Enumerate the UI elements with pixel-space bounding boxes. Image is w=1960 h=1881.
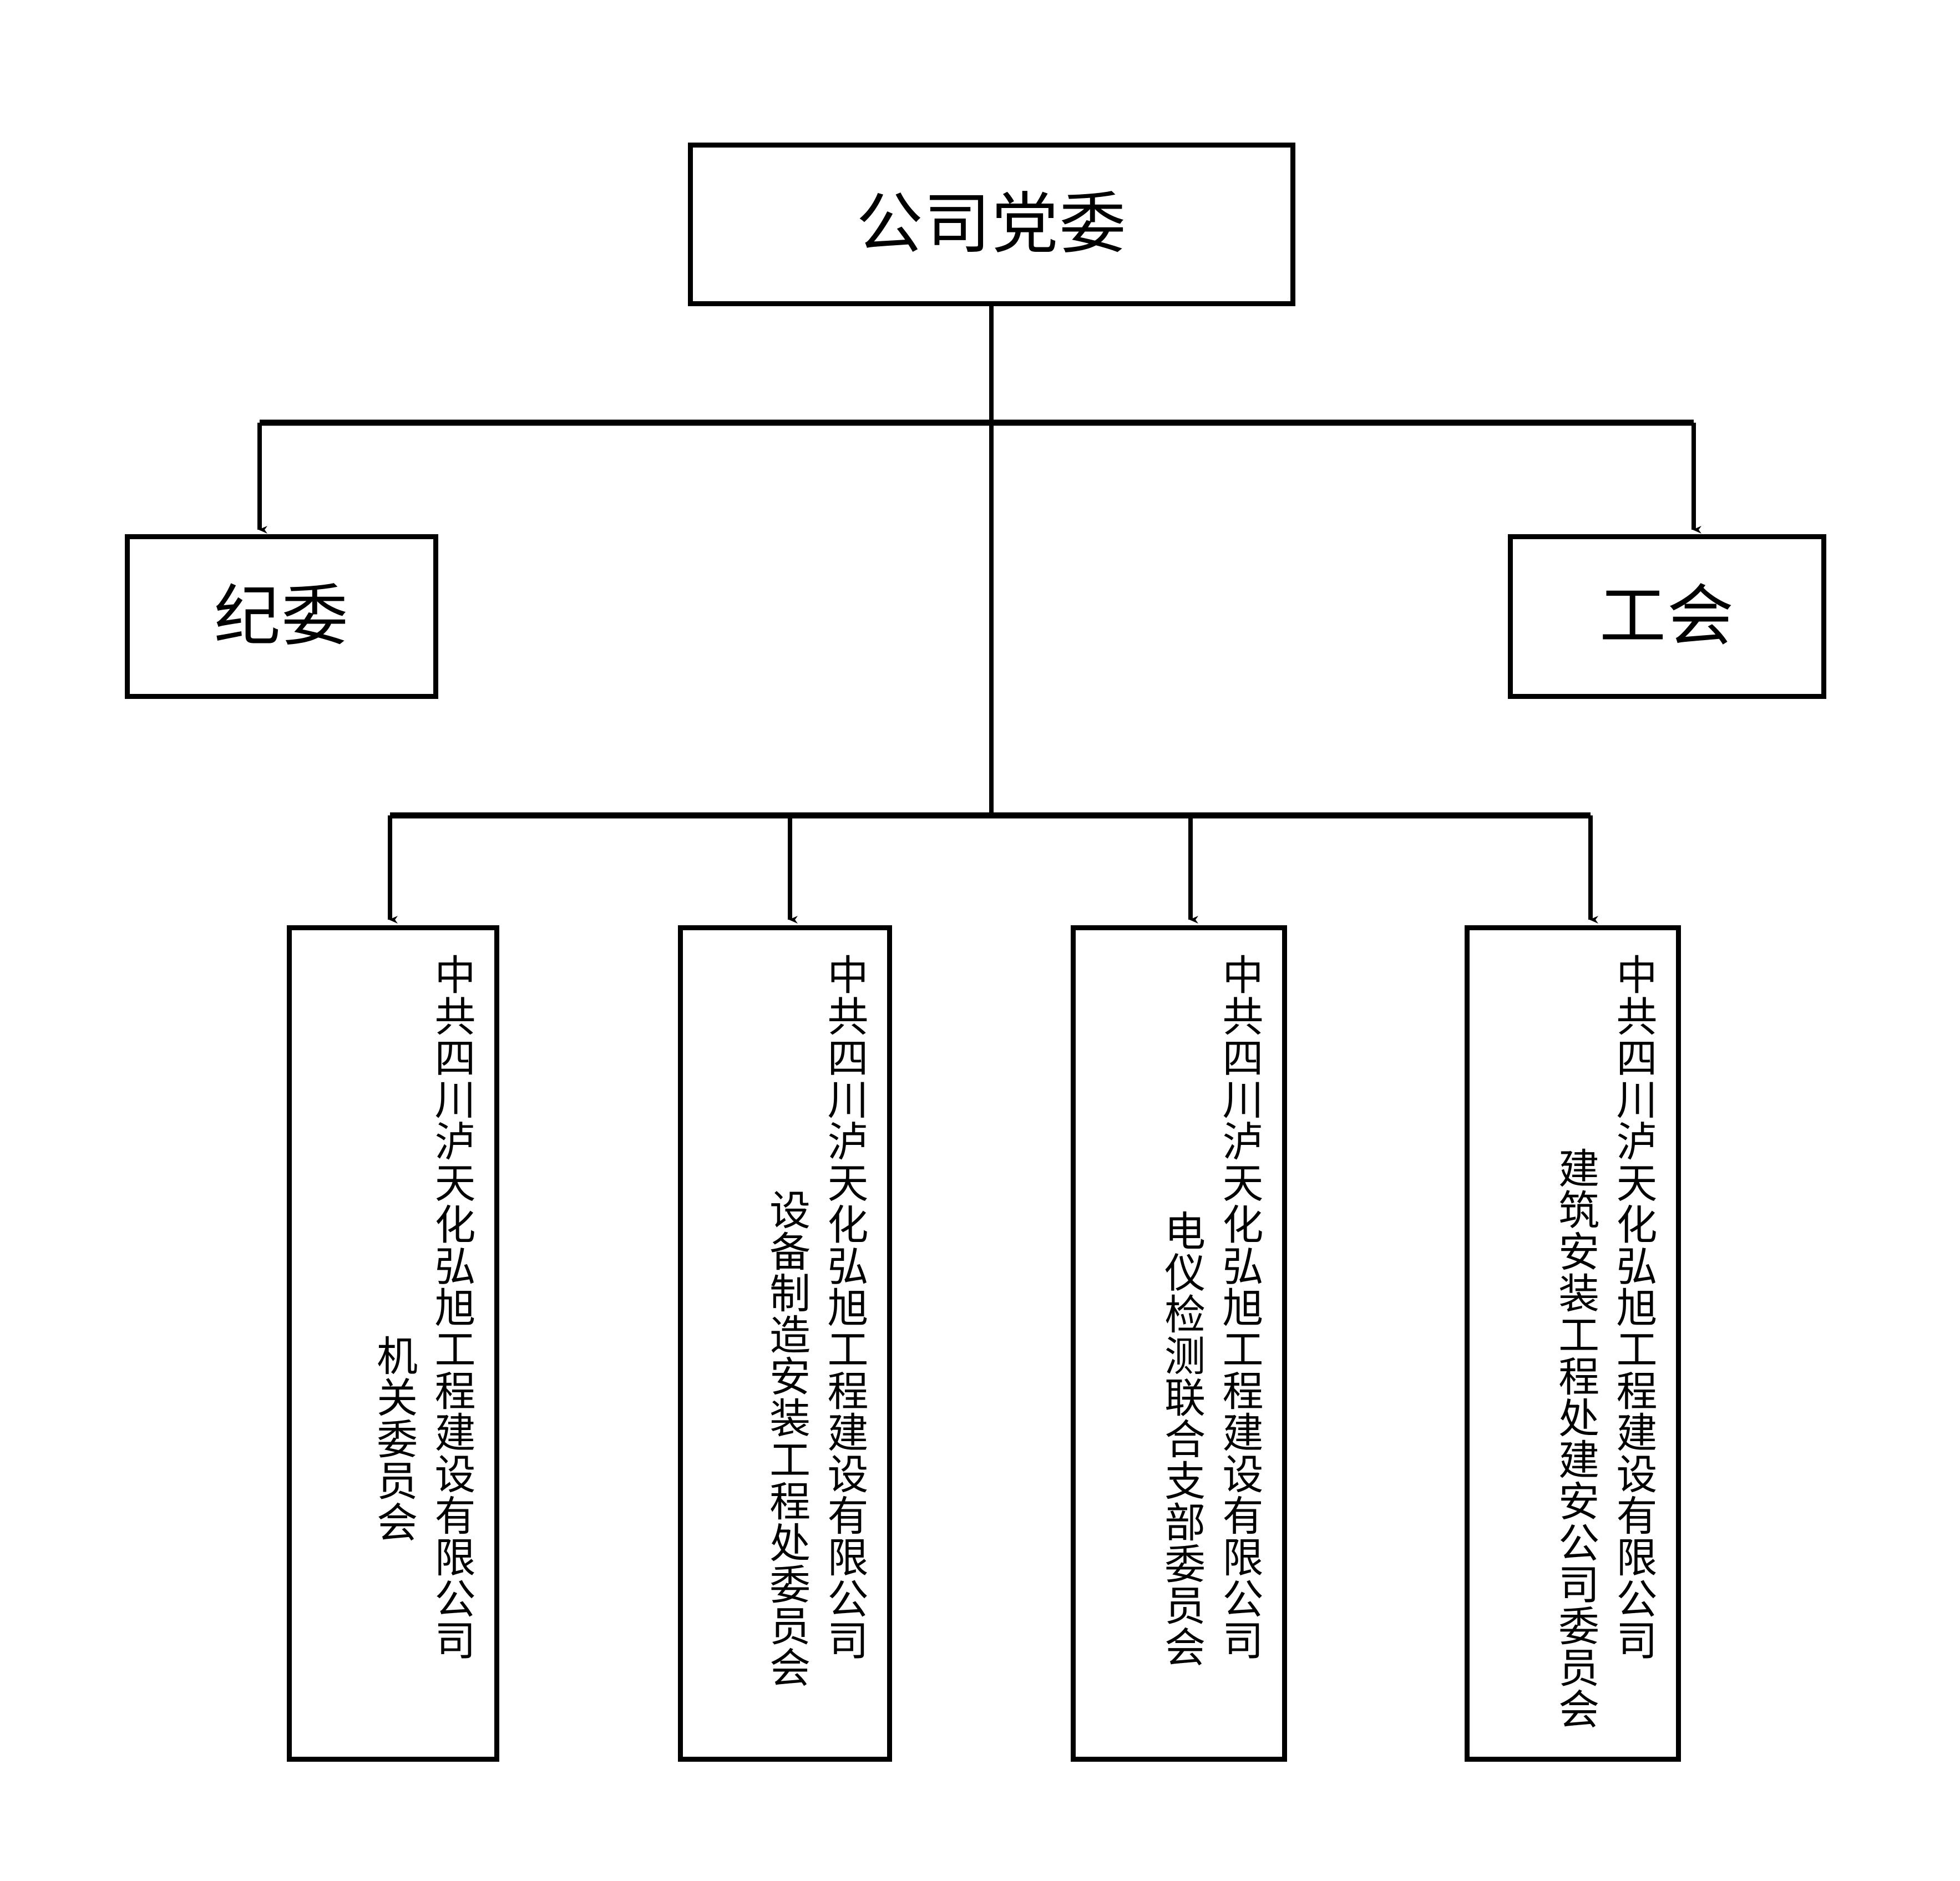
node-label-discipline-commission: 纪委 xyxy=(214,577,350,655)
node-label-labor-union: 工会 xyxy=(1599,577,1735,655)
node-branch-construction-installation[interactable]: 中共四川泸天化弘旭工程建设有限公司 建筑安装工程处建安公司委员会 xyxy=(1465,925,1681,1762)
node-label-company-party-committee: 公司党委 xyxy=(856,185,1127,263)
node-label-branch-2-org: 中共四川泸天化弘旭工程建设有限公司 xyxy=(821,954,868,1661)
node-label-branch-3-unit: 电仪检测联合支部委员会 xyxy=(1157,1209,1206,1667)
node-label-branch-4-unit: 建筑安装工程处建安公司委员会 xyxy=(1551,1147,1599,1730)
node-label-branch-1-org: 中共四川泸天化弘旭工程建设有限公司 xyxy=(428,954,475,1661)
node-label-branch-3-org: 中共四川泸天化弘旭工程建设有限公司 xyxy=(1215,954,1263,1661)
node-branch-instrument-testing[interactable]: 中共四川泸天化弘旭工程建设有限公司 电仪检测联合支部委员会 xyxy=(1071,925,1287,1762)
node-discipline-commission[interactable]: 纪委 xyxy=(125,534,438,699)
node-label-branch-2-unit: 设备制造安装工程处委员会 xyxy=(762,1189,811,1688)
node-company-party-committee[interactable]: 公司党委 xyxy=(688,143,1295,306)
node-label-branch-1-unit: 机关委员会 xyxy=(369,1334,418,1543)
node-label-branch-4-org: 中共四川泸天化弘旭工程建设有限公司 xyxy=(1609,954,1657,1661)
node-branch-organ-committee[interactable]: 中共四川泸天化弘旭工程建设有限公司 机关委员会 xyxy=(287,925,499,1762)
node-branch-equipment-manufacturing[interactable]: 中共四川泸天化弘旭工程建设有限公司 设备制造安装工程处委员会 xyxy=(678,925,892,1762)
node-labor-union[interactable]: 工会 xyxy=(1508,534,1826,699)
